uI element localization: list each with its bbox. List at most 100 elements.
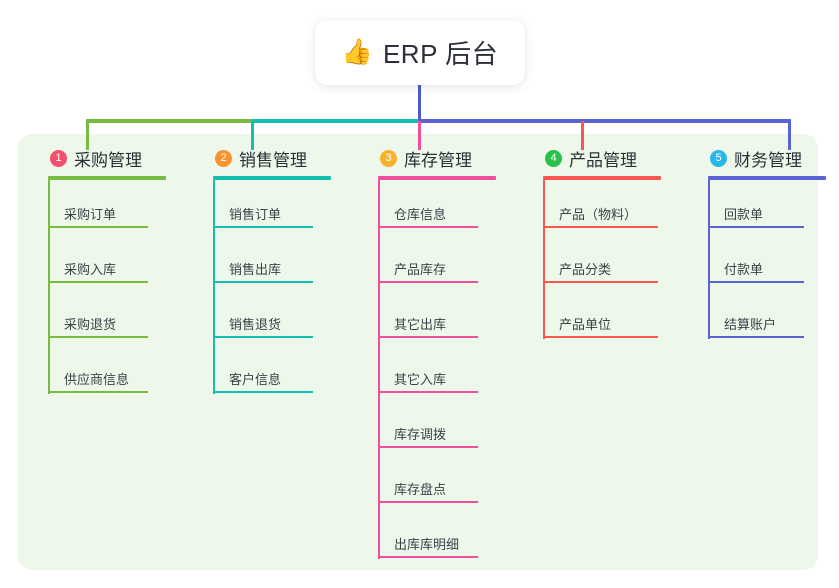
root-node-card[interactable]: 👍 ERP 后台: [315, 20, 525, 85]
branch-rule-4: [543, 176, 661, 180]
leaf-rule: [708, 226, 804, 228]
branch-rule-2: [213, 176, 331, 180]
leaf-rule: [378, 226, 478, 228]
leaf-item[interactable]: 销售退货: [195, 290, 355, 345]
branch-header-3[interactable]: 3 库存管理: [360, 145, 520, 171]
leaf-trunk-3: [378, 180, 380, 559]
leaf-item[interactable]: 产品分类: [525, 235, 695, 290]
leaf-label: 出库库明细: [394, 537, 460, 552]
branch-rule-5: [708, 176, 826, 180]
leaf-item[interactable]: 库存盘点: [360, 455, 520, 510]
leaf-item[interactable]: 产品库存: [360, 235, 520, 290]
leaf-rule: [378, 336, 478, 338]
leaf-label: 产品单位: [559, 317, 612, 332]
leaf-label: 供应商信息: [64, 372, 130, 387]
leaf-rule: [48, 226, 148, 228]
leaf-label: 产品分类: [559, 262, 612, 277]
leaf-trunk-1: [48, 180, 50, 394]
leaf-item[interactable]: 销售出库: [195, 235, 355, 290]
leaf-rule: [213, 226, 313, 228]
branch-badge-4: 4: [545, 149, 562, 167]
leaf-list-3: 仓库信息产品库存其它出库其它入库库存调拨库存盘点出库库明细: [360, 180, 520, 565]
leaf-rule: [213, 336, 313, 338]
leaf-item[interactable]: 产品（物料）: [525, 180, 695, 235]
branch-title-5: 财务管理: [734, 150, 802, 170]
leaf-label: 销售出库: [229, 262, 282, 277]
leaf-rule: [543, 226, 658, 228]
leaf-rule: [378, 556, 478, 558]
leaf-list-1: 采购订单采购入库采购退货供应商信息: [30, 180, 190, 400]
leaf-rule: [543, 336, 658, 338]
branch-badge-1: 1: [50, 149, 67, 167]
leaf-item[interactable]: 其它入库: [360, 345, 520, 400]
leaf-rule: [48, 391, 148, 393]
thumbs-up-icon: 👍: [341, 38, 373, 66]
leaf-label: 采购入库: [64, 262, 117, 277]
leaf-label: 其它入库: [394, 372, 447, 387]
branch-badge-5: 5: [710, 149, 727, 167]
branch-title-2: 销售管理: [239, 150, 307, 170]
connector-drop-4: [581, 121, 584, 150]
leaf-item[interactable]: 其它出库: [360, 290, 520, 345]
branch-column-2[interactable]: 2 销售管理销售订单销售出库销售退货客户信息: [195, 145, 355, 400]
leaf-item[interactable]: 销售订单: [195, 180, 355, 235]
branch-column-4[interactable]: 4 产品管理产品（物料） 产品分类产品单位: [525, 145, 695, 345]
leaf-label: 回款单: [724, 207, 764, 222]
leaf-item[interactable]: 付款单: [690, 235, 839, 290]
connector-bus-blue: [418, 119, 791, 123]
leaf-item[interactable]: 结算账户: [690, 290, 839, 345]
branch-title-4: 产品管理: [569, 150, 637, 170]
connector-bus-teal: [251, 119, 420, 123]
leaf-item[interactable]: 采购入库: [30, 235, 190, 290]
leaf-list-4: 产品（物料） 产品分类产品单位: [525, 180, 695, 345]
leaf-list-5: 回款单付款单结算账户: [690, 180, 839, 345]
mindmap-panel: [18, 134, 818, 570]
leaf-label: 付款单: [724, 262, 764, 277]
leaf-item[interactable]: 回款单: [690, 180, 839, 235]
leaf-label: 库存盘点: [394, 482, 447, 497]
leaf-rule: [378, 391, 478, 393]
leaf-item[interactable]: 产品单位: [525, 290, 695, 345]
leaf-label: 产品（物料）: [559, 207, 638, 222]
branch-title-3: 库存管理: [404, 150, 472, 170]
leaf-item[interactable]: 库存调拨: [360, 400, 520, 455]
leaf-label: 仓库信息: [394, 207, 447, 222]
branch-rule-1: [48, 176, 166, 180]
leaf-rule: [378, 446, 478, 448]
connector-drop-3: [418, 121, 421, 150]
leaf-label: 其它出库: [394, 317, 447, 332]
leaf-label: 客户信息: [229, 372, 282, 387]
branch-badge-3: 3: [380, 149, 397, 167]
branch-header-5[interactable]: 5 财务管理: [690, 145, 839, 171]
connector-drop-5: [788, 119, 791, 150]
leaf-rule: [213, 391, 313, 393]
connector-drop-1: [86, 119, 89, 150]
leaf-item[interactable]: 采购退货: [30, 290, 190, 345]
leaf-rule: [48, 336, 148, 338]
leaf-item[interactable]: 采购订单: [30, 180, 190, 235]
leaf-rule: [708, 336, 804, 338]
leaf-label: 销售订单: [229, 207, 282, 222]
leaf-item[interactable]: 供应商信息: [30, 345, 190, 400]
leaf-item[interactable]: 客户信息: [195, 345, 355, 400]
leaf-item[interactable]: 仓库信息: [360, 180, 520, 235]
leaf-label: 销售退货: [229, 317, 282, 332]
branch-badge-2: 2: [215, 149, 232, 167]
branch-rule-3: [378, 176, 496, 180]
branch-column-5[interactable]: 5 财务管理回款单付款单结算账户: [690, 145, 839, 345]
branch-column-3[interactable]: 3 库存管理仓库信息产品库存其它出库其它入库库存调拨库存盘点出库库明细: [360, 145, 520, 565]
leaf-rule: [378, 281, 478, 283]
branch-header-4[interactable]: 4 产品管理: [525, 145, 695, 171]
leaf-label: 结算账户: [724, 317, 777, 332]
leaf-rule: [48, 281, 148, 283]
connector-bus-green: [86, 119, 253, 123]
connector-root-stem: [418, 85, 421, 120]
leaf-item[interactable]: 出库库明细: [360, 510, 520, 565]
leaf-trunk-2: [213, 180, 215, 394]
leaf-trunk-4: [543, 180, 545, 339]
leaf-label: 采购退货: [64, 317, 117, 332]
branch-header-2[interactable]: 2 销售管理: [195, 145, 355, 171]
leaf-rule: [543, 281, 658, 283]
